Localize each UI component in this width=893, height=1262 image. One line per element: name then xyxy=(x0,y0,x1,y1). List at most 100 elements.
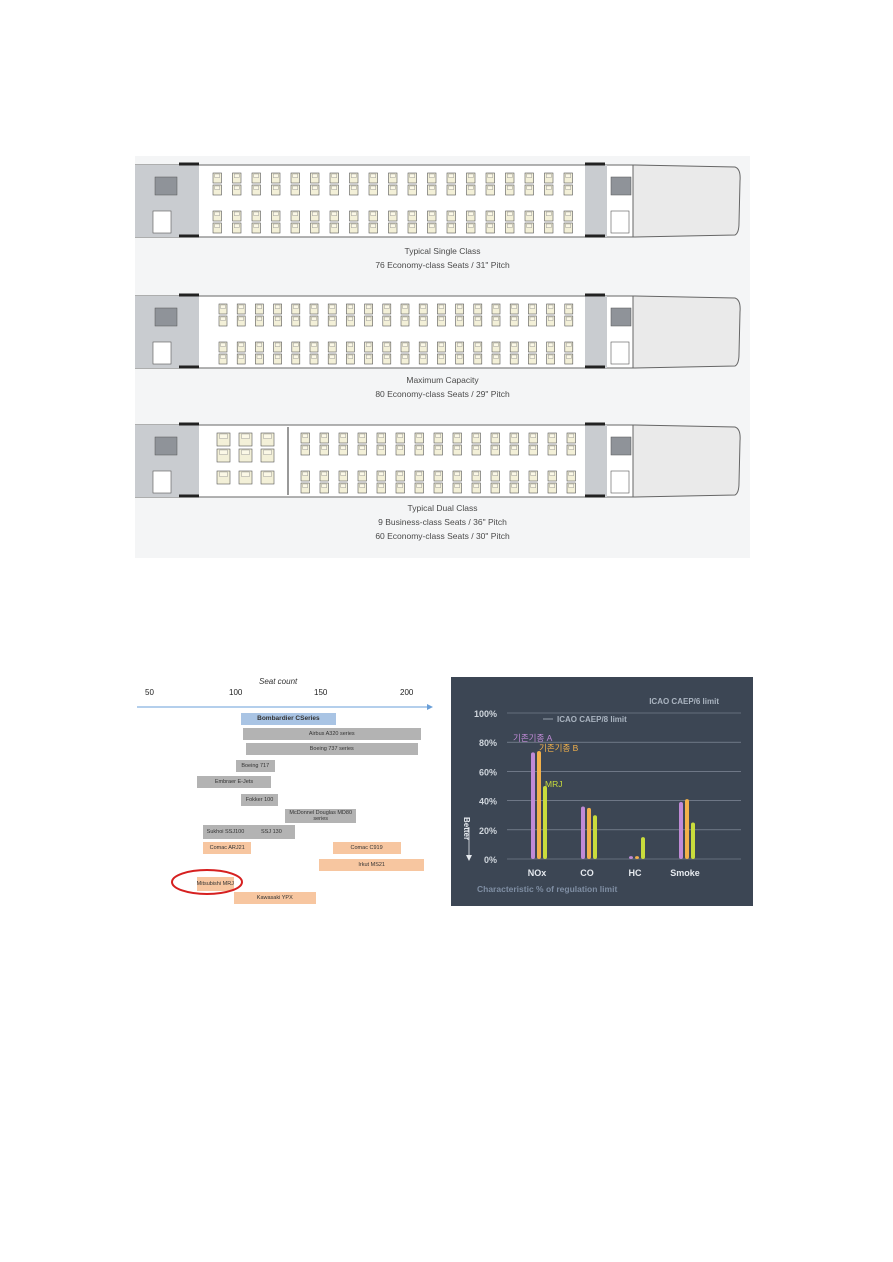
seat-range-label: SSJ 130 xyxy=(260,829,282,835)
seat xyxy=(490,470,500,482)
seat xyxy=(273,315,282,327)
seat xyxy=(216,470,231,485)
seat xyxy=(509,315,519,327)
seat xyxy=(310,184,320,196)
seat xyxy=(310,222,320,234)
seat xyxy=(346,303,355,315)
emission-bar xyxy=(581,806,585,859)
emission-bar xyxy=(641,837,645,859)
seat-range-bar: Comac ARJ21 xyxy=(203,842,251,854)
seat xyxy=(319,432,329,444)
seat xyxy=(452,444,462,456)
seat xyxy=(473,353,483,365)
seat-range-label: Sukhoi SSJ100 xyxy=(206,829,245,835)
seat xyxy=(349,184,359,196)
seat xyxy=(290,222,300,234)
seat xyxy=(437,303,446,315)
seat xyxy=(566,470,576,482)
seat xyxy=(471,470,481,482)
seat xyxy=(212,222,222,234)
seat xyxy=(524,222,534,234)
seat xyxy=(255,315,264,327)
layout-caption-dual: Typical Dual Class 9 Business-class Seat… xyxy=(135,501,750,543)
seat xyxy=(251,172,261,184)
seat xyxy=(437,315,446,327)
seat xyxy=(473,303,483,315)
lavatory xyxy=(152,210,172,234)
seat xyxy=(446,222,456,234)
seat xyxy=(563,172,573,184)
seat xyxy=(414,432,424,444)
seat xyxy=(400,303,410,315)
seat xyxy=(364,303,373,315)
seat xyxy=(414,482,424,494)
seat xyxy=(528,315,537,327)
seat xyxy=(329,184,339,196)
y-tick-label: 100% xyxy=(474,709,497,719)
seat-range-bar: Mitsubishi MRJ xyxy=(196,877,234,891)
caption-detail: 76 Economy-class Seats / 31" Pitch xyxy=(375,260,510,270)
seat-range-bar: Bombardier CSeries xyxy=(240,713,336,725)
seat xyxy=(368,210,378,222)
door xyxy=(585,365,605,369)
emission-bar xyxy=(537,750,541,859)
seat xyxy=(346,341,355,353)
seat xyxy=(400,341,410,353)
seat xyxy=(327,303,337,315)
seat xyxy=(524,210,534,222)
limit-label: ICAO CAEP/8 limit xyxy=(557,715,627,724)
seat xyxy=(309,353,319,365)
seat-range-bar: Sukhoi SSJ100 xyxy=(203,825,248,839)
category-label: CO xyxy=(580,868,594,878)
lavatory xyxy=(610,341,630,365)
seat xyxy=(547,432,557,444)
seat xyxy=(364,353,373,365)
seat-range-bar: Irkut MS21 xyxy=(319,859,425,871)
y-tick-label: 80% xyxy=(479,738,497,748)
seat xyxy=(452,482,462,494)
seat-count-axis-arrow xyxy=(137,704,433,710)
seat xyxy=(407,210,417,222)
seat xyxy=(300,432,310,444)
fuselage xyxy=(135,164,634,238)
seat xyxy=(544,222,554,234)
seat-range-bar: Boeing 717 xyxy=(235,760,275,772)
seat-range-bar: Boeing 737 series xyxy=(245,743,418,755)
seat xyxy=(236,303,246,315)
seat-range-label: Bombardier CSeries xyxy=(257,715,320,722)
emission-bar xyxy=(635,856,639,859)
seat xyxy=(271,222,281,234)
seat xyxy=(368,172,378,184)
seat xyxy=(349,222,359,234)
seat xyxy=(376,470,386,482)
seat xyxy=(528,303,537,315)
door xyxy=(585,494,605,498)
better-arrow-head xyxy=(466,855,472,861)
seat-range-label: Airbus A320 series xyxy=(308,731,355,737)
seat xyxy=(446,210,456,222)
seat xyxy=(505,222,515,234)
seat xyxy=(491,353,501,365)
seat xyxy=(368,222,378,234)
seat xyxy=(427,222,437,234)
seat xyxy=(566,432,576,444)
seat xyxy=(300,444,310,456)
seat xyxy=(446,172,456,184)
seat xyxy=(485,210,495,222)
seat xyxy=(427,172,437,184)
seat xyxy=(218,303,228,315)
seat xyxy=(357,444,367,456)
seat xyxy=(382,315,392,327)
x-axis-label: Characteristic % of regulation limit xyxy=(477,884,617,894)
seat xyxy=(414,444,424,456)
seat xyxy=(382,341,392,353)
seat xyxy=(433,470,443,482)
seat xyxy=(212,184,222,196)
mrj-highlight-ellipse xyxy=(171,869,243,895)
series-label: 기존기종 A xyxy=(513,733,553,743)
caption-detail: 9 Business-class Seats / 36" Pitch xyxy=(378,517,507,527)
seat xyxy=(400,315,410,327)
seat xyxy=(491,341,501,353)
aircraft-layout-max-capacity xyxy=(135,293,741,369)
seat xyxy=(546,341,555,353)
